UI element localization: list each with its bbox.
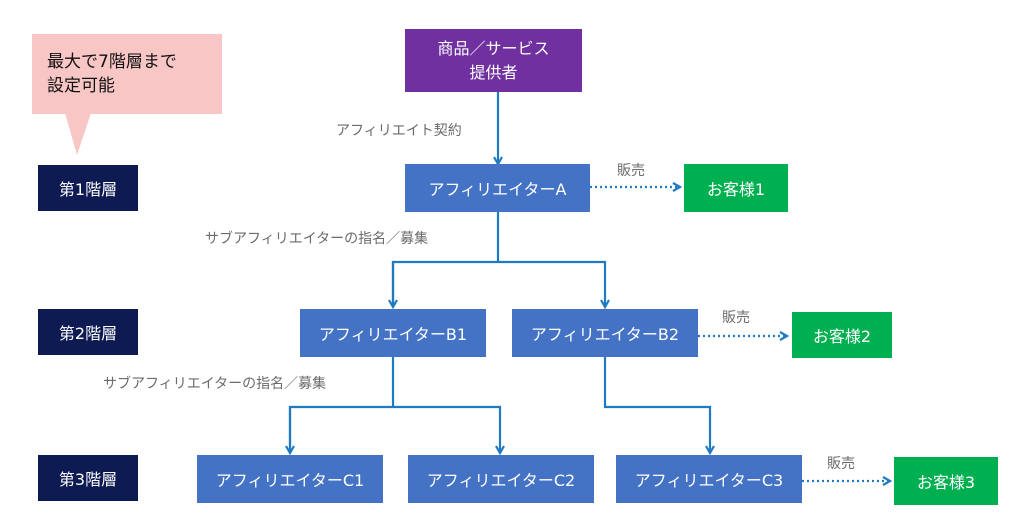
affiliate-node-c2: アフィリエイターC2 <box>408 455 594 503</box>
sale-label-3: 販売 <box>827 456 855 472</box>
level-label-3: 第3階層 <box>38 455 138 501</box>
callout-tail <box>65 113 91 155</box>
contract-label: アフィリエイト契約 <box>336 123 462 139</box>
sale-label-2: 販売 <box>722 310 750 326</box>
level-label-2: 第2階層 <box>38 309 138 355</box>
callout-note <box>32 34 222 114</box>
provider-label-line2: 提供者 <box>469 62 518 82</box>
level-label-1: 第1階層 <box>38 165 138 211</box>
provider-label-line1: 商品／サービス <box>437 38 550 58</box>
affiliate-node-c3: アフィリエイターC3 <box>616 455 802 503</box>
affiliate-node-b1: アフィリエイターB1 <box>300 309 486 357</box>
callout-note-text: 最大で7階層まで 設定可能 <box>47 52 177 96</box>
connector-a-to-b <box>391 212 605 307</box>
sale-label-1: 販売 <box>617 163 645 179</box>
connector-b1-to-c <box>288 357 500 453</box>
sub-nomination-label-1: サブアフィリエイターの指名／募集 <box>205 231 429 247</box>
customer-node-1: お客様1 <box>684 164 788 212</box>
sub-nomination-label-2: サブアフィリエイターの指名／募集 <box>103 376 327 392</box>
affiliate-node-a: アフィリエイターA <box>405 164 590 212</box>
customer-node-2: お客様2 <box>792 312 892 358</box>
connector-b2-to-c3 <box>603 357 710 453</box>
customer-node-3: お客様3 <box>894 457 998 505</box>
affiliate-node-c1: アフィリエイターC1 <box>197 455 383 503</box>
provider-node: 商品／サービス 提供者 <box>405 29 582 92</box>
affiliate-node-b2: アフィリエイターB2 <box>512 309 698 357</box>
